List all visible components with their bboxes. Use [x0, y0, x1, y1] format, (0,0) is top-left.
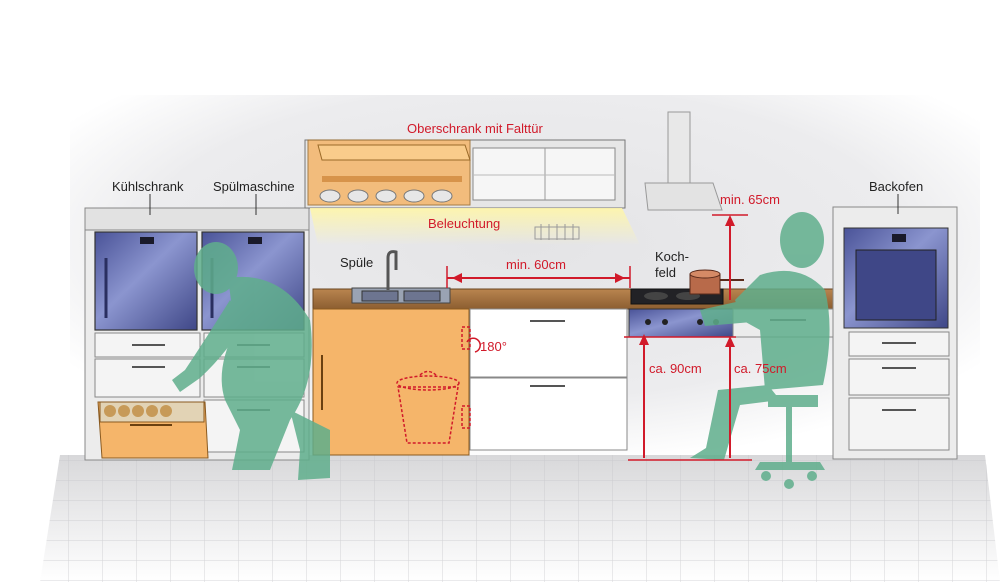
label-spuelmaschine: Spülmaschine [213, 179, 295, 194]
label-leaders [149, 194, 899, 215]
right-tall-cabinet [832, 206, 958, 460]
dimension-lines [446, 214, 752, 461]
floor-tiles [40, 455, 1000, 582]
label-kuehlschrank: Kühlschrank [112, 179, 184, 194]
label-min-65cm: min. 65cm [720, 192, 780, 207]
person-seated [690, 212, 830, 489]
range-hood [644, 111, 723, 211]
person-bending [172, 242, 330, 480]
label-spuele: Spüle [340, 255, 374, 270]
trash-bin-icon [396, 326, 471, 444]
label-backofen: Backofen [869, 179, 924, 194]
label-min-60cm: min. 60cm [506, 257, 566, 272]
label-ca-90cm: ca. 90cm [649, 361, 702, 376]
label-ca-75cm: ca. 75cm [734, 361, 787, 376]
base-cabinets [312, 308, 837, 456]
pot-icon [689, 269, 744, 295]
rotation-arrow-icon [466, 337, 481, 353]
faucet [386, 250, 398, 290]
label-kochfeld-2: feld [655, 265, 676, 280]
label-180-degrees: 180° [480, 339, 507, 354]
label-kochfeld-1: Koch- [655, 249, 689, 264]
dish-rack [534, 224, 580, 240]
sink-cabinet-door [312, 308, 470, 456]
open-pantry-drawer [97, 401, 209, 459]
fridge-display [140, 237, 154, 244]
label-beleuchtung: Beleuchtung [428, 216, 501, 231]
wall-cabinet [304, 139, 626, 209]
label-oberschrank: Oberschrank mit Falttür [407, 121, 543, 136]
dishwasher-display [248, 237, 262, 244]
fridge-door [94, 231, 198, 331]
